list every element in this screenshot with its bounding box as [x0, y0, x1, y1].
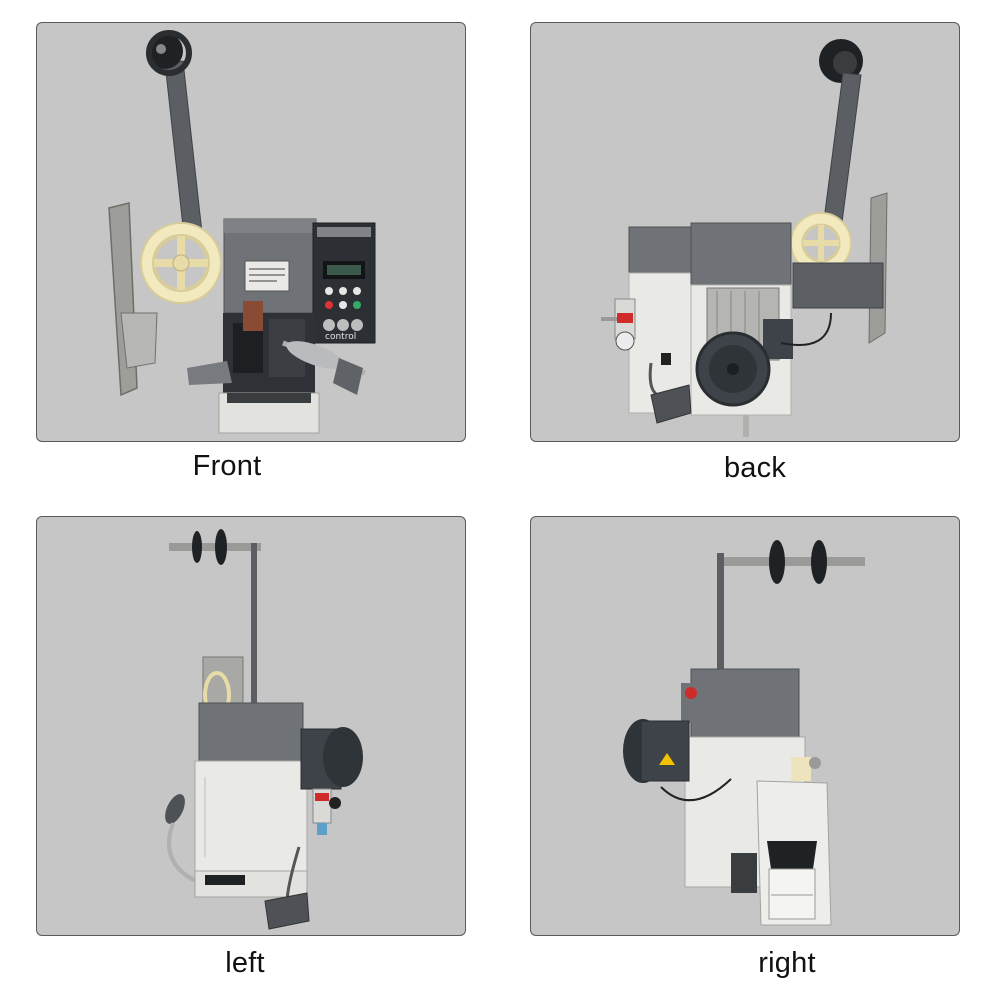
photo-panel-back [530, 22, 960, 442]
reel-icon [790, 212, 852, 274]
motor-icon [300, 727, 363, 790]
caption-right: right [758, 947, 816, 979]
caption-back: back [723, 452, 787, 484]
machine-front-view: control [108, 30, 376, 434]
caption-left: left [225, 947, 265, 979]
motor-icon [623, 719, 690, 783]
caption-front: Front [192, 450, 262, 482]
photo-panel-right [530, 516, 960, 936]
foot-pedal-icon [264, 892, 310, 930]
control-panel-icon: control [312, 222, 376, 344]
reel-icon [140, 222, 222, 304]
foot-pedal-icon [650, 384, 692, 424]
machine-left-view [165, 529, 363, 930]
photo-panel-left [36, 516, 466, 936]
machine-back-view [601, 39, 888, 437]
machine-right-view [623, 540, 865, 926]
motor-icon [695, 287, 793, 407]
photo-panel-front: control [36, 22, 466, 442]
control-brand-label: control [325, 332, 356, 342]
